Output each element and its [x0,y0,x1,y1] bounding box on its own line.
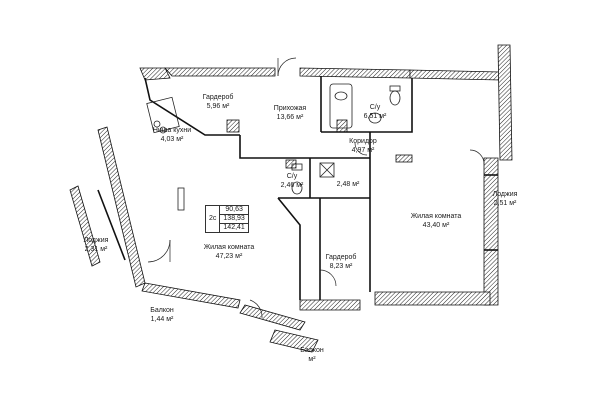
room-label-loggia-right: Лоджия 2,51 м² [492,191,518,207]
sink-icon [368,112,382,124]
fixtures [146,83,401,211]
bathtub-icon [329,83,353,129]
apartment-area-living: 90,63 [219,205,249,215]
stove-icon [153,120,161,128]
shaft-icon [319,162,335,178]
room-label-living-2: Жилая комната 43,40 м² [410,213,462,229]
apartment-area-table: 2с 90,63 138,93 142,41 [204,205,249,233]
apartment-code: 2с [204,205,221,233]
room-label-loggia-left: Лоджия 2,31 м² [83,237,109,253]
doors [147,57,485,319]
walls [69,44,513,353]
toilet-icon [389,90,401,106]
room-label-garderob-2: Гардероб 8,23 м² [325,254,357,270]
kitchen-counter [146,96,180,134]
room-label-su-1: С/у 6,51 м² [363,104,387,120]
room-label-balcony-1: Балкон 1,44 м² [150,307,174,323]
room-label-koridor: Коридор 4,97 м² [349,138,377,154]
room-label-niche-kitchen: Ниша кухни 4,03 м² [152,127,192,143]
room-label-su-2: С/у 2,46 м² [280,173,304,189]
room-label-living-1: Жилая комната 47,23 м² [203,244,255,260]
partitions [97,76,498,300]
room-label-prihozhaya: Прихожая 13,66 м² [273,105,307,121]
room-label-garderob-1: Гардероб 5,96 м² [202,94,234,110]
apartment-area-with-balcony: 142,41 [219,223,249,233]
room-label-balcony-2: Балкон м² [300,347,324,363]
apartment-area-total: 138,93 [219,214,249,224]
room-label-tech: 2,48 м² [336,181,360,188]
